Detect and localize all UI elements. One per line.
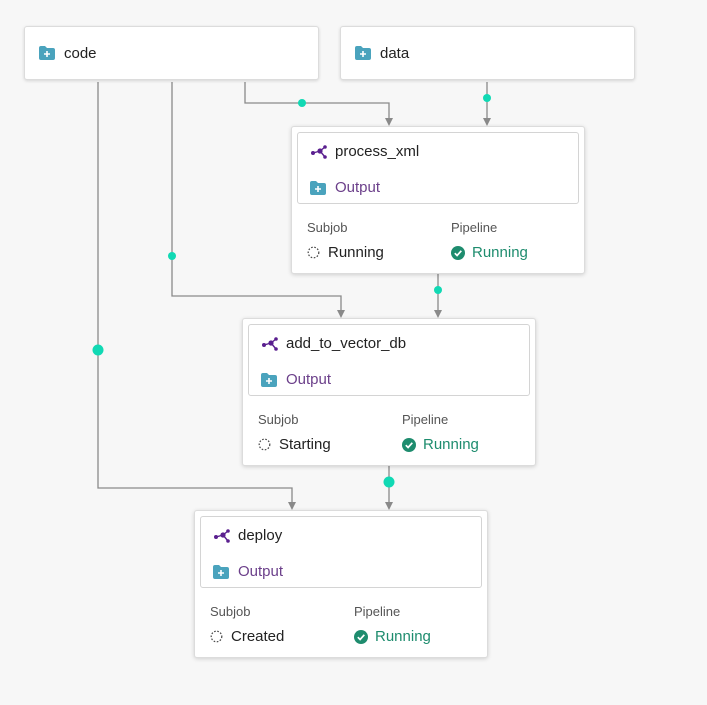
pipeline-node-add-to-vector-db[interactable]: add_to_vector_db Output Subjob Starting bbox=[242, 318, 536, 466]
pipeline-status-text: Running bbox=[423, 436, 479, 453]
check-circle-icon bbox=[402, 437, 416, 452]
spinner-icon bbox=[258, 438, 271, 451]
edge-code-to-process-xml bbox=[244, 82, 393, 126]
pipeline-status: Running bbox=[451, 244, 528, 261]
repo-node-data[interactable]: data bbox=[340, 26, 635, 80]
pipeline-status: Running bbox=[402, 436, 479, 453]
node-title-row[interactable]: process_xml bbox=[310, 143, 419, 160]
pipeline-label: Pipeline bbox=[402, 412, 449, 427]
output-label: Output bbox=[286, 371, 332, 388]
pipeline-status-text: Running bbox=[375, 628, 431, 645]
node-status-area: Subjob Running Pipeline Running bbox=[307, 220, 574, 268]
output-label: Output bbox=[238, 563, 284, 580]
node-header: deploy Output bbox=[200, 516, 482, 588]
node-title: process_xml bbox=[335, 143, 420, 160]
subjob-status-text: Created bbox=[231, 628, 285, 645]
spinner-icon bbox=[210, 630, 223, 643]
folder-icon bbox=[39, 46, 55, 60]
repo-label: code bbox=[64, 44, 97, 62]
subjob-status: Running bbox=[307, 244, 384, 261]
node-header: add_to_vector_db Output bbox=[248, 324, 530, 396]
subjob-column: Subjob Created bbox=[210, 604, 284, 645]
folder-icon bbox=[213, 564, 229, 579]
pipeline-icon bbox=[213, 528, 231, 543]
edge-handle-dot[interactable] bbox=[168, 252, 176, 260]
check-circle-icon bbox=[451, 245, 465, 260]
pipeline-column: Pipeline Running bbox=[451, 220, 528, 261]
node-title-row[interactable]: deploy bbox=[213, 527, 282, 544]
node-title: add_to_vector_db bbox=[286, 335, 407, 352]
edge-code-to-deploy bbox=[97, 82, 296, 510]
pipeline-icon bbox=[310, 144, 328, 159]
folder-icon bbox=[310, 180, 326, 195]
subjob-status-text: Starting bbox=[279, 436, 331, 453]
folder-icon bbox=[261, 372, 277, 387]
subjob-status: Starting bbox=[258, 436, 331, 453]
subjob-column: Subjob Starting bbox=[258, 412, 331, 453]
spinner-icon bbox=[307, 246, 320, 259]
pipeline-node-process-xml[interactable]: process_xml Output Subjob Running bbox=[291, 126, 585, 274]
pipeline-column: Pipeline Running bbox=[354, 604, 431, 645]
node-title-row[interactable]: add_to_vector_db bbox=[261, 335, 406, 352]
subjob-label: Subjob bbox=[210, 604, 251, 619]
output-label: Output bbox=[335, 179, 381, 196]
pipeline-label: Pipeline bbox=[354, 604, 401, 619]
subjob-label: Subjob bbox=[258, 412, 299, 427]
edge-handle-dot[interactable] bbox=[434, 286, 442, 294]
subjob-status-text: Running bbox=[328, 244, 384, 261]
pipeline-status: Running bbox=[354, 628, 431, 645]
subjob-column: Subjob Running bbox=[307, 220, 384, 261]
node-header: process_xml Output bbox=[297, 132, 579, 204]
check-circle-icon bbox=[354, 629, 368, 644]
pipeline-column: Pipeline Running bbox=[402, 412, 479, 453]
subjob-label: Subjob bbox=[307, 220, 348, 235]
pipeline-icon bbox=[261, 336, 279, 351]
pipeline-node-deploy[interactable]: deploy Output Subjob Created Pip bbox=[194, 510, 488, 658]
output-link[interactable]: Output bbox=[261, 371, 331, 388]
pipeline-status-text: Running bbox=[472, 244, 528, 261]
node-status-area: Subjob Starting Pipeline Running bbox=[258, 412, 525, 460]
node-status-area: Subjob Created Pipeline Running bbox=[210, 604, 477, 652]
edge-handle-dot[interactable] bbox=[483, 94, 491, 102]
edge-handle-dot[interactable] bbox=[298, 99, 306, 107]
folder-icon bbox=[355, 46, 371, 60]
edge-code-to-add-to-vector-db bbox=[171, 82, 345, 318]
pipeline-label: Pipeline bbox=[451, 220, 498, 235]
edge-handle-dot[interactable] bbox=[92, 344, 104, 356]
edge-handle-dot[interactable] bbox=[383, 476, 395, 488]
repo-node-code[interactable]: code bbox=[24, 26, 319, 80]
output-link[interactable]: Output bbox=[213, 563, 283, 580]
output-link[interactable]: Output bbox=[310, 179, 380, 196]
node-title: deploy bbox=[238, 527, 283, 544]
subjob-status: Created bbox=[210, 628, 284, 645]
repo-label: data bbox=[380, 44, 410, 62]
